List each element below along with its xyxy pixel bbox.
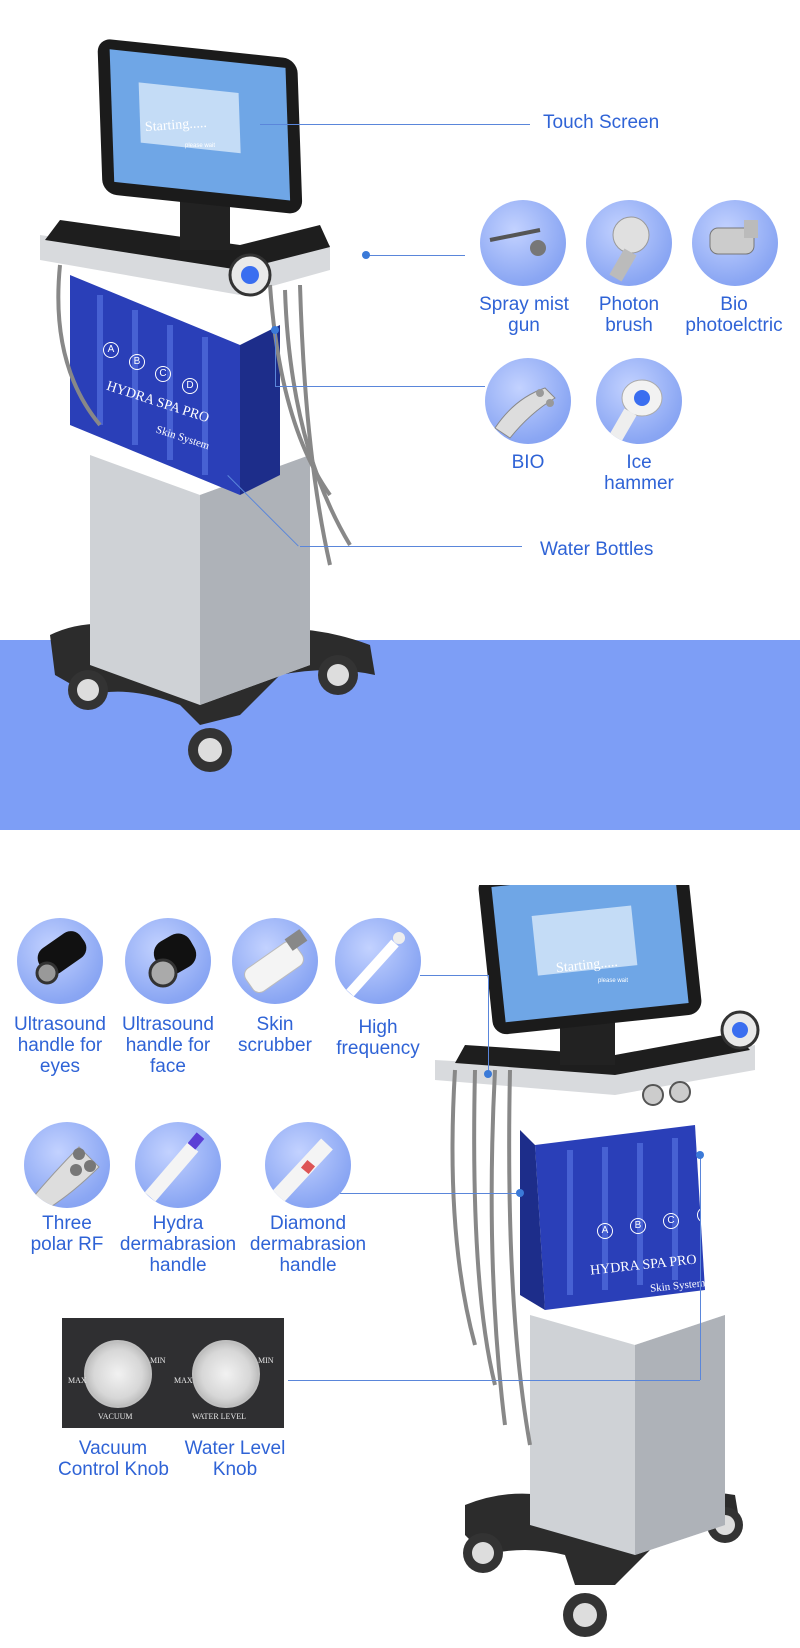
water-level-knob-image: [192, 1340, 260, 1408]
bio-photoelectric-image: [692, 200, 778, 286]
top-bottle-letter-d: D: [182, 378, 198, 394]
high-frequency-label-1: High: [358, 1017, 398, 1038]
high-frequency-image: [335, 918, 421, 1004]
photon-brush-label-1: Photon: [598, 294, 660, 315]
ultrasound-eyes-label-1: Ultrasound: [14, 1014, 106, 1035]
hydra-derma-image: [135, 1122, 221, 1208]
vacuum-knob-image: [84, 1340, 152, 1408]
high-frequency-line: [420, 975, 488, 976]
skin-scrubber-image: [232, 918, 318, 1004]
top-bottle-letter-a: A: [103, 342, 119, 358]
hydra-machine-bottom: [435, 885, 760, 1637]
photon-brush-image: [586, 200, 672, 286]
high-frequency-dot: [484, 1070, 492, 1078]
water-bottles-label: Water Bottles: [540, 539, 654, 560]
three-polar-rf-label-1: Three: [42, 1213, 92, 1234]
ultrasound-face-image: [125, 918, 211, 1004]
spray-mist-gun-image: [480, 200, 566, 286]
bio-dot: [271, 326, 279, 334]
three-polar-rf-label-2: polar RF: [30, 1234, 104, 1255]
water-bottles-line: [300, 546, 522, 547]
diamond-derma-image: [265, 1122, 351, 1208]
skin-scrubber-label-1: Skin: [256, 1014, 294, 1035]
bio-photoelectric-label-1: Bio: [720, 294, 748, 315]
bottom-screen-subtext: please wait: [598, 978, 629, 984]
vacuum-knob-label-1: Vacuum: [78, 1438, 148, 1459]
hydra-machine-top: [40, 39, 375, 772]
ultrasound-face-label-1: Ultrasound: [122, 1014, 214, 1035]
photon-brush-label-2: brush: [605, 315, 653, 336]
bio-label: BIO: [511, 452, 545, 473]
top-bottle-letter-c: C: [155, 366, 171, 382]
touch-screen-line: [260, 124, 530, 125]
vacuum-min-label: MIN: [150, 1356, 166, 1365]
diamond-dot: [516, 1189, 524, 1197]
top-screen-subtext: please wait: [185, 143, 216, 149]
spray-mist-gun-label-1: Spray mist: [479, 294, 569, 315]
diamond-derma-label-1: Diamond: [269, 1213, 347, 1234]
bottom-bottle-letter-c: C: [663, 1213, 679, 1229]
hydra-derma-label-1: Hydra: [152, 1213, 204, 1234]
vacuum-caption: VACUUM: [98, 1412, 133, 1421]
top-bottle-letter-b: B: [129, 354, 145, 370]
ice-hammer-label-1: Ice: [626, 452, 652, 473]
water-level-min-label: MIN: [258, 1356, 274, 1365]
bio-image: [485, 358, 571, 444]
spray-mist-dot: [362, 251, 370, 259]
touch-screen-label: Touch Screen: [543, 112, 660, 133]
ultrasound-eyes-label-2: handle for: [17, 1035, 103, 1056]
water-level-caption: WATER LEVEL: [192, 1412, 246, 1421]
ultrasound-eyes-image: [17, 918, 103, 1004]
bio-line: [275, 386, 485, 387]
ultrasound-face-label-2: handle for: [125, 1035, 211, 1056]
water-level-knob-label-1: Water Level: [184, 1438, 286, 1459]
knob-line-vertical: [700, 1155, 701, 1380]
ice-hammer-image: [596, 358, 682, 444]
bio-photoelectric-label-2: photoelctric: [685, 315, 783, 336]
knob-line: [288, 1380, 700, 1381]
high-frequency-label-2: frequency: [336, 1038, 420, 1059]
diamond-derma-label-3: handle: [279, 1255, 337, 1276]
bio-line-vertical: [275, 330, 276, 386]
ultrasound-eyes-label-3: eyes: [39, 1056, 81, 1077]
skin-scrubber-label-2: scrubber: [238, 1035, 312, 1056]
bottom-bottle-letter-a: A: [597, 1223, 613, 1239]
spray-mist-gun-label-2: gun: [508, 315, 540, 336]
diamond-line: [340, 1193, 520, 1194]
knob-panel-image: MAX MIN VACUUM MAX MIN WATER LEVEL: [62, 1318, 284, 1428]
diamond-derma-label-2: dermabrasion: [249, 1234, 367, 1255]
hydra-derma-label-2: dermabrasion: [119, 1234, 237, 1255]
ultrasound-face-label-3: face: [150, 1056, 186, 1077]
water-level-knob-label-2: Knob: [212, 1459, 258, 1480]
vacuum-max-label: MAX: [68, 1376, 87, 1385]
bottom-bottle-letter-d: D: [697, 1207, 713, 1223]
hydra-derma-label-3: handle: [149, 1255, 207, 1276]
knob-dot: [696, 1151, 704, 1159]
water-level-max-label: MAX: [174, 1376, 193, 1385]
ice-hammer-label-2: hammer: [604, 473, 674, 494]
high-frequency-line-vertical: [488, 975, 489, 1073]
bottom-bottle-letter-b: B: [630, 1218, 646, 1234]
spray-mist-line: [365, 255, 465, 256]
vacuum-knob-label-2: Control Knob: [58, 1459, 169, 1480]
three-polar-rf-image: [24, 1122, 110, 1208]
